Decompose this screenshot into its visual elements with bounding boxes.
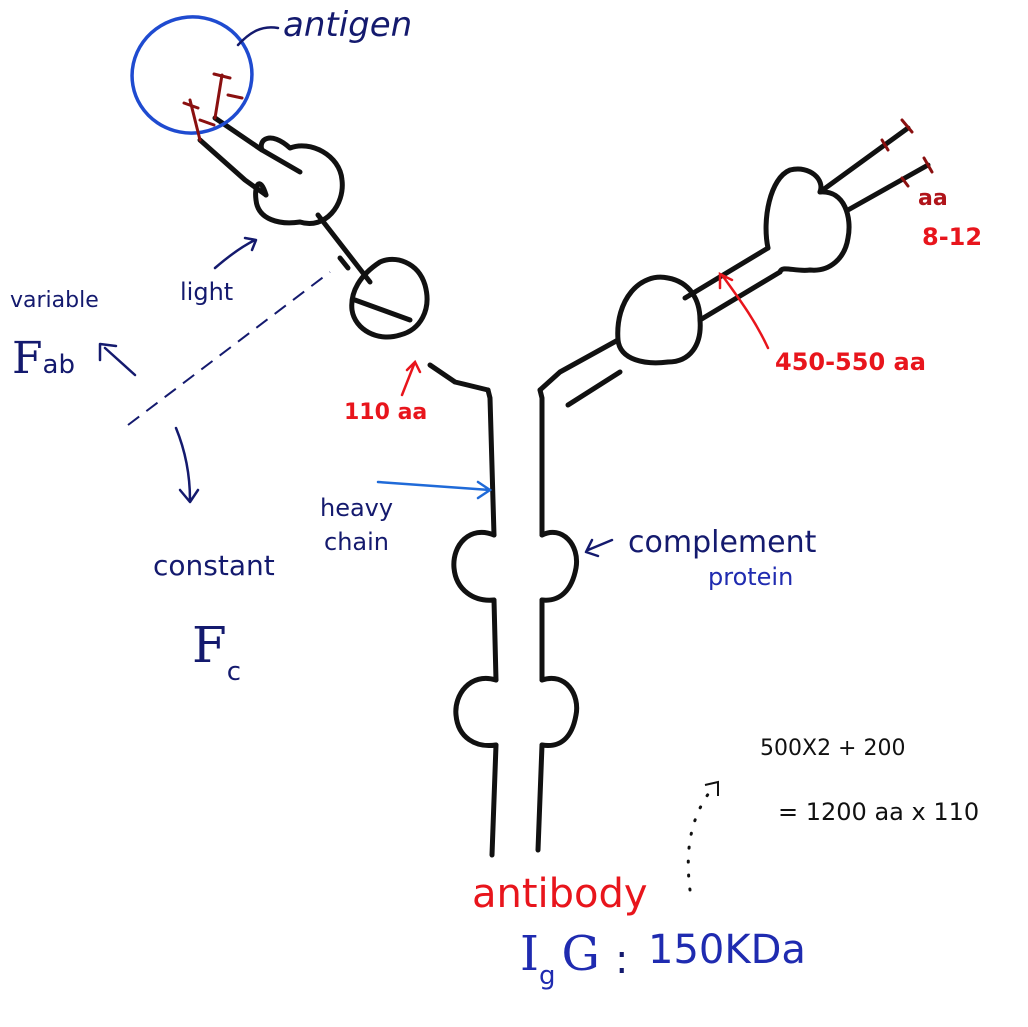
aa-110-arrow bbox=[400, 359, 422, 397]
antigen-shape bbox=[130, 15, 254, 135]
aa-tip-label-2: 8-12 bbox=[922, 223, 983, 251]
aa-450-550-label: 450-550 aa bbox=[775, 348, 926, 376]
chain-label: chain bbox=[324, 528, 389, 556]
fab-label-sub: ab bbox=[42, 350, 75, 380]
igg-colon: : bbox=[615, 937, 629, 983]
right-arm-variable-domain bbox=[763, 166, 852, 275]
left-arm-inner-line bbox=[337, 255, 351, 271]
calc-line-2: = 1200 aa x 110 bbox=[778, 798, 980, 826]
right-arm-mid-bot bbox=[697, 269, 783, 323]
antigen-pointer-arrow bbox=[236, 26, 280, 47]
antigen-label: antigen bbox=[283, 5, 413, 45]
fc-label: Fc bbox=[192, 620, 241, 685]
left-arm-top-line-2 bbox=[197, 137, 269, 198]
right-arm-mid-top bbox=[682, 245, 771, 301]
left-arm-heavy-inner bbox=[427, 362, 491, 393]
kda-label: 150KDa bbox=[648, 927, 806, 973]
left-arm-variable-domain bbox=[253, 135, 345, 226]
right-arm-inner-line bbox=[537, 337, 621, 393]
fc-label-main: F bbox=[192, 616, 227, 674]
fab-label: Fab bbox=[12, 337, 75, 381]
light-chain-label: light bbox=[180, 278, 234, 306]
right-arm-constant-domain bbox=[615, 274, 703, 366]
aa-tip-label-1: aa bbox=[918, 186, 948, 211]
right-arm-outer-line bbox=[565, 369, 623, 408]
constant-label: constant bbox=[153, 549, 275, 582]
protein-label: protein bbox=[708, 563, 794, 591]
variable-label: variable bbox=[10, 288, 99, 313]
fab-arrow bbox=[98, 342, 137, 377]
antibody-label: antibody bbox=[472, 871, 648, 917]
constant-domain-ch2 bbox=[451, 529, 580, 603]
fc-arrow bbox=[174, 426, 200, 504]
heavy-chain-stem-right-low bbox=[535, 742, 545, 853]
igg-label-g: G bbox=[561, 926, 600, 982]
constant-domain-ch3 bbox=[453, 675, 580, 749]
left-arm-heavy-outer bbox=[352, 297, 413, 323]
heavy-chain-stem-left-mid bbox=[491, 597, 499, 683]
heavy-chain-stem-right bbox=[537, 387, 545, 538]
heavy-chain-stem-left-low bbox=[489, 742, 499, 858]
right-arm-top-line-2 bbox=[845, 162, 931, 213]
igg-label-sub: g bbox=[538, 961, 556, 991]
fc-label-sub: c bbox=[226, 657, 241, 687]
heavy-label: heavy bbox=[320, 494, 394, 522]
igg-label-main: I bbox=[520, 926, 539, 982]
calc-line-1: 500X2 + 200 bbox=[760, 736, 906, 761]
left-arm-outer-line bbox=[315, 212, 373, 285]
aa-450-arrow bbox=[718, 271, 770, 350]
light-chain-arrow bbox=[213, 236, 258, 270]
fab-fc-divider bbox=[127, 271, 331, 426]
calc-dotted-arrow bbox=[686, 783, 717, 892]
complement-label: complement bbox=[628, 525, 817, 560]
heavy-chain-stem-left bbox=[485, 387, 497, 538]
left-arm-constant-domain bbox=[349, 256, 430, 340]
aa-110-label: 110 aa bbox=[344, 400, 428, 425]
fab-label-main: F bbox=[12, 333, 43, 384]
complement-arrow bbox=[584, 538, 614, 558]
right-arm-top-line-1 bbox=[817, 125, 911, 195]
heavy-chain-arrow bbox=[376, 480, 493, 500]
